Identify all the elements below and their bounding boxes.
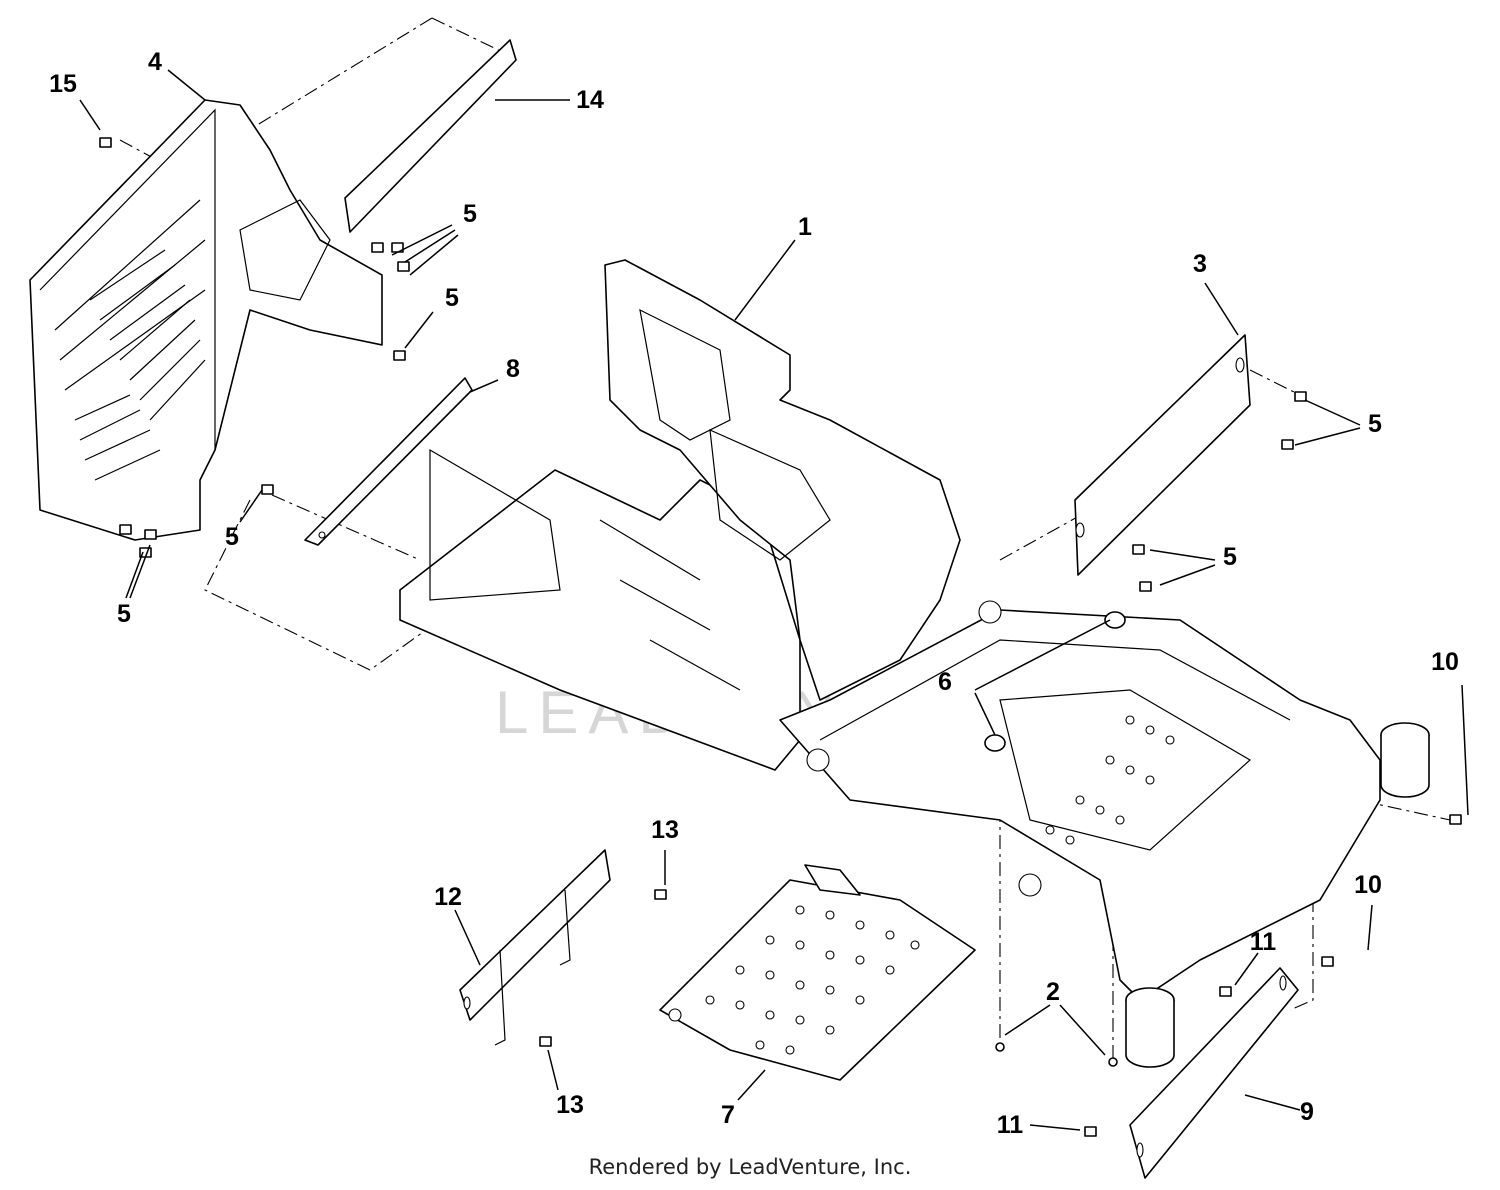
floor-plate-part-7 xyxy=(659,864,976,1081)
callout-11b: 11 xyxy=(997,1111,1024,1139)
callout-5e: 5 xyxy=(1368,410,1382,438)
callout-3: 3 xyxy=(1193,250,1207,278)
callout-9: 9 xyxy=(1300,1098,1314,1126)
bar-part-8 xyxy=(304,377,473,546)
callout-14: 14 xyxy=(576,86,604,114)
callout-8: 8 xyxy=(506,355,520,383)
callout-5a: 5 xyxy=(463,200,477,228)
callout-5d: 5 xyxy=(117,600,131,628)
callout-6: 6 xyxy=(938,668,952,696)
callout-11a: 11 xyxy=(1250,928,1277,956)
callout-7: 7 xyxy=(721,1101,735,1129)
panel-part-3 xyxy=(1074,334,1251,576)
callout-10a: 10 xyxy=(1431,648,1459,676)
callout-1: 1 xyxy=(798,213,812,241)
callout-10b: 10 xyxy=(1354,871,1382,899)
callout-5f: 5 xyxy=(1223,543,1237,571)
main-frame-part-1 xyxy=(399,259,1430,1068)
callouts: 4 15 14 5 5 8 5 5 1 3 5 5 6 10 10 11 2 1… xyxy=(49,48,1459,1139)
rear-guard-part-4 xyxy=(29,99,383,541)
bar-part-9 xyxy=(1129,967,1299,1179)
leader-lines xyxy=(79,69,1469,1131)
callout-13a: 13 xyxy=(651,816,679,844)
callout-5c: 5 xyxy=(225,523,239,551)
hardware xyxy=(99,137,1462,1137)
callout-15: 15 xyxy=(49,70,77,98)
callout-4: 4 xyxy=(148,48,162,76)
callout-2: 2 xyxy=(1046,978,1060,1006)
plate-part-14 xyxy=(344,39,517,233)
callout-13b: 13 xyxy=(556,1091,584,1119)
callout-5b: 5 xyxy=(445,284,459,312)
callout-12: 12 xyxy=(434,883,462,911)
footer-credit: Rendered by LeadVenture, Inc. xyxy=(588,1155,912,1179)
bracket-part-12 xyxy=(459,849,611,1046)
